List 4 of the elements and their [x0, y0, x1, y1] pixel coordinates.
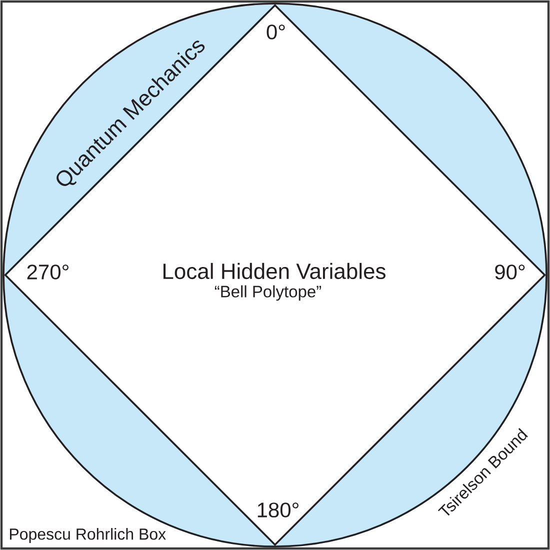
angle-label: 180° [258, 502, 298, 518]
angle-label: 270° [27, 264, 68, 280]
angle-label: 0° [266, 24, 285, 40]
angle-label: 90° [495, 264, 525, 280]
